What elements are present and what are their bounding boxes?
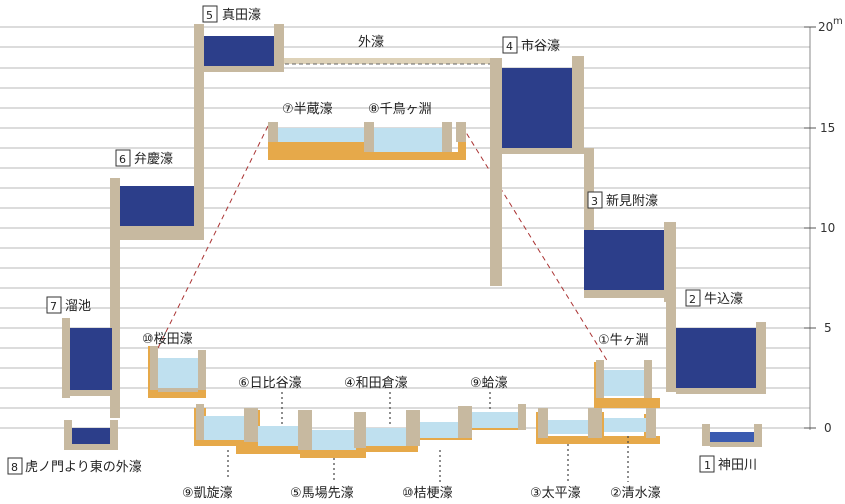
label-ushigome: 2 牛込濠 <box>685 289 743 307</box>
label-kikyo: ⑩桔梗濠 <box>402 485 453 501</box>
text-mada: 真田濠 <box>222 7 261 23</box>
label-taihei: ③太平濠 <box>530 485 581 501</box>
moat-toranomon <box>64 420 118 450</box>
label-hamaguri: ⑨蛤濠 <box>470 375 508 391</box>
text-shinmitsuke: 新見附濠 <box>606 193 658 209</box>
moat-inner-band <box>194 404 526 458</box>
callout-lines <box>227 392 629 482</box>
outer-moat-line <box>278 58 493 65</box>
text-toranomon: 虎ノ門より東の外濠 <box>25 459 142 475</box>
label-tameike: 7 溜池 <box>46 296 91 314</box>
moat-benkei <box>110 178 204 418</box>
moat-ushigafuchi <box>594 360 660 408</box>
tick-20: 20 <box>818 20 833 34</box>
box-1 <box>699 455 715 473</box>
box-7 <box>46 296 62 314</box>
moat-taihei-shimizu <box>536 408 660 444</box>
label-ushigafuchi: ①牛ヶ淵 <box>598 333 649 348</box>
label-ichigaya: 4 市谷濠 <box>502 36 560 54</box>
box-3 <box>587 191 603 209</box>
label-gaisen: ⑨凱旋濠 <box>182 485 233 501</box>
num-5: 5 <box>206 9 213 22</box>
num-4: 4 <box>506 40 513 53</box>
label-benkei: 6 弁慶濠 <box>115 149 173 167</box>
num-2: 2 <box>689 293 696 306</box>
label-shimizu: ②清水濠 <box>610 485 661 501</box>
text-ichigaya: 市谷濠 <box>521 38 560 54</box>
label-babasaki: ⑤馬場先濠 <box>290 485 354 501</box>
box-4 <box>502 36 518 54</box>
moat-ushigome <box>666 300 766 394</box>
label-toranomon: 8 虎ノ門より東の外濠 <box>7 457 142 475</box>
label-hanzo: ⑦半蔵濠 <box>282 101 333 117</box>
num-1: 1 <box>704 459 711 472</box>
num-7: 7 <box>50 300 57 313</box>
box-6 <box>115 149 131 167</box>
unit-label: m <box>833 16 843 27</box>
tick-15: 15 <box>820 121 835 135</box>
moat-ichigaya <box>490 56 584 286</box>
label-hibiya: ⑥日比谷濠 <box>238 375 302 391</box>
inner-connector-lines <box>157 125 609 363</box>
elevation-scale: 20 m 15 10 5 0 <box>804 16 843 435</box>
moat-tameike <box>62 318 112 398</box>
text-benkei: 弁慶濠 <box>134 151 173 167</box>
tick-5: 5 <box>824 321 832 335</box>
label-sakurada: ⑩桜田濠 <box>142 331 193 347</box>
text-kanda: 神田川 <box>718 458 757 473</box>
label-chidorigafuchi: ⑧千鳥ヶ淵 <box>368 102 432 117</box>
moat-kanda <box>702 424 762 447</box>
moat-hanzo-chidorigafuchi <box>268 122 466 160</box>
label-shinmitsuke: 3 新見附濠 <box>587 191 658 209</box>
moat-sakurada <box>148 346 206 398</box>
moat-shinmitsuke <box>584 148 676 302</box>
box-8 <box>7 457 23 475</box>
label-mada: 5 真田濠 <box>202 5 261 23</box>
text-tameike: 溜池 <box>65 299 91 314</box>
label-kanda: 1 神田川 <box>699 455 757 473</box>
label-wadakura: ④和田倉濠 <box>344 375 408 391</box>
moat-mada <box>194 24 284 229</box>
num-6: 6 <box>119 153 126 166</box>
num-8: 8 <box>11 461 18 474</box>
text-ushigome: 牛込濠 <box>704 291 743 307</box>
num-3: 3 <box>591 195 598 208</box>
tick-0: 0 <box>824 421 832 435</box>
box-2 <box>685 289 701 307</box>
tick-10: 10 <box>820 221 835 235</box>
box-5 <box>202 5 218 23</box>
label-outer-moat: 外濠 <box>358 34 384 50</box>
